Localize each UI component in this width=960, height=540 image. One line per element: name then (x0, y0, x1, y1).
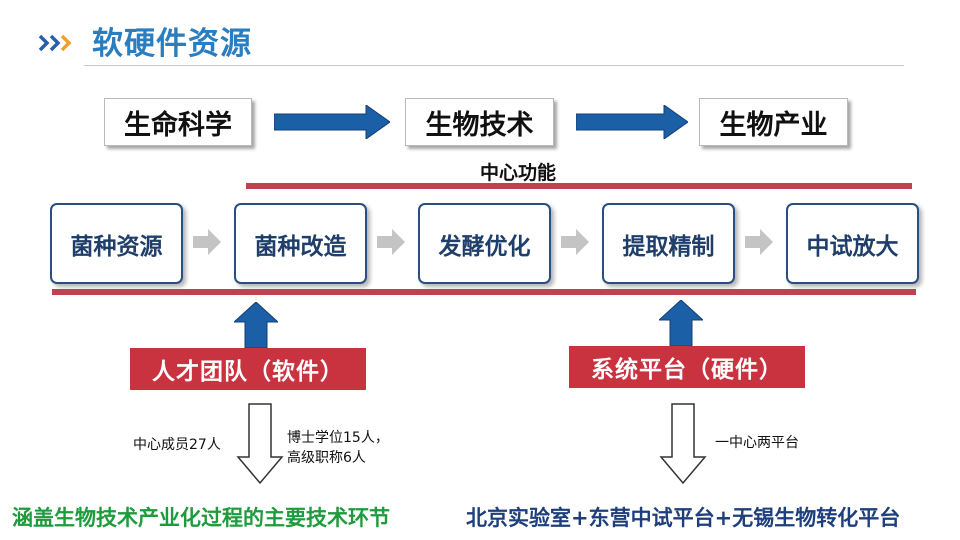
software-team-label: 人才团队（软件） (130, 348, 366, 390)
pipeline-label: 生物技术 (425, 109, 534, 141)
pipeline-box-bio-industry: 生物产业 (699, 98, 848, 146)
process-box-fermentation: 发酵优化 (418, 203, 551, 284)
small-right-arrow-icon (745, 229, 773, 255)
process-label: 菌种改造 (254, 233, 347, 260)
title-note-line: 高级职称6人 (287, 450, 366, 466)
pipeline-box-life-science: 生命科学 (104, 98, 252, 146)
small-right-arrow-icon (561, 229, 589, 255)
page-title: 软硬件资源 (92, 26, 252, 62)
lower-red-line (52, 289, 916, 295)
upper-red-line (246, 183, 912, 189)
process-box-extraction: 提取精制 (602, 203, 735, 284)
pipeline-box-biotech: 生物技术 (405, 98, 554, 146)
up-arrow-icon (659, 300, 703, 346)
title-divider (84, 65, 904, 66)
degree-note: 博士学位15人， 高级职称6人 (287, 428, 389, 468)
platform-note: 一中心两平台 (715, 435, 799, 451)
right-arrow-icon (576, 105, 688, 139)
double-chevron-icon (38, 34, 72, 52)
down-arrow-outline-icon (236, 403, 284, 485)
process-box-strain-modification: 菌种改造 (234, 203, 367, 284)
platform-statement: 北京实验室+东营中试平台+无锡生物转化平台 (466, 506, 901, 530)
process-box-strain-resources: 菌种资源 (50, 203, 183, 284)
right-arrow-icon (274, 105, 390, 139)
small-right-arrow-icon (377, 229, 405, 255)
pipeline-label: 生命科学 (124, 109, 232, 141)
up-arrow-icon (234, 302, 278, 348)
center-function-label: 中心功能 (480, 162, 557, 184)
hardware-platform-text: 系统平台（硬件） (591, 357, 783, 383)
small-right-arrow-icon (193, 229, 221, 255)
member-count-note: 中心成员27人 (133, 437, 221, 453)
pipeline-label: 生物产业 (719, 109, 828, 141)
process-label: 中试放大 (806, 233, 899, 260)
coverage-statement: 涵盖生物技术产业化过程的主要技术环节 (12, 506, 390, 530)
down-arrow-outline-icon (659, 403, 707, 485)
degree-note-line: 博士学位15人， (287, 430, 389, 446)
process-label: 菌种资源 (70, 233, 163, 260)
process-box-pilot-scale: 中试放大 (786, 203, 919, 284)
hardware-platform-label: 系统平台（硬件） (569, 346, 805, 388)
process-label: 提取精制 (622, 233, 715, 260)
software-team-text: 人才团队（软件） (152, 359, 344, 385)
process-label: 发酵优化 (438, 233, 531, 260)
